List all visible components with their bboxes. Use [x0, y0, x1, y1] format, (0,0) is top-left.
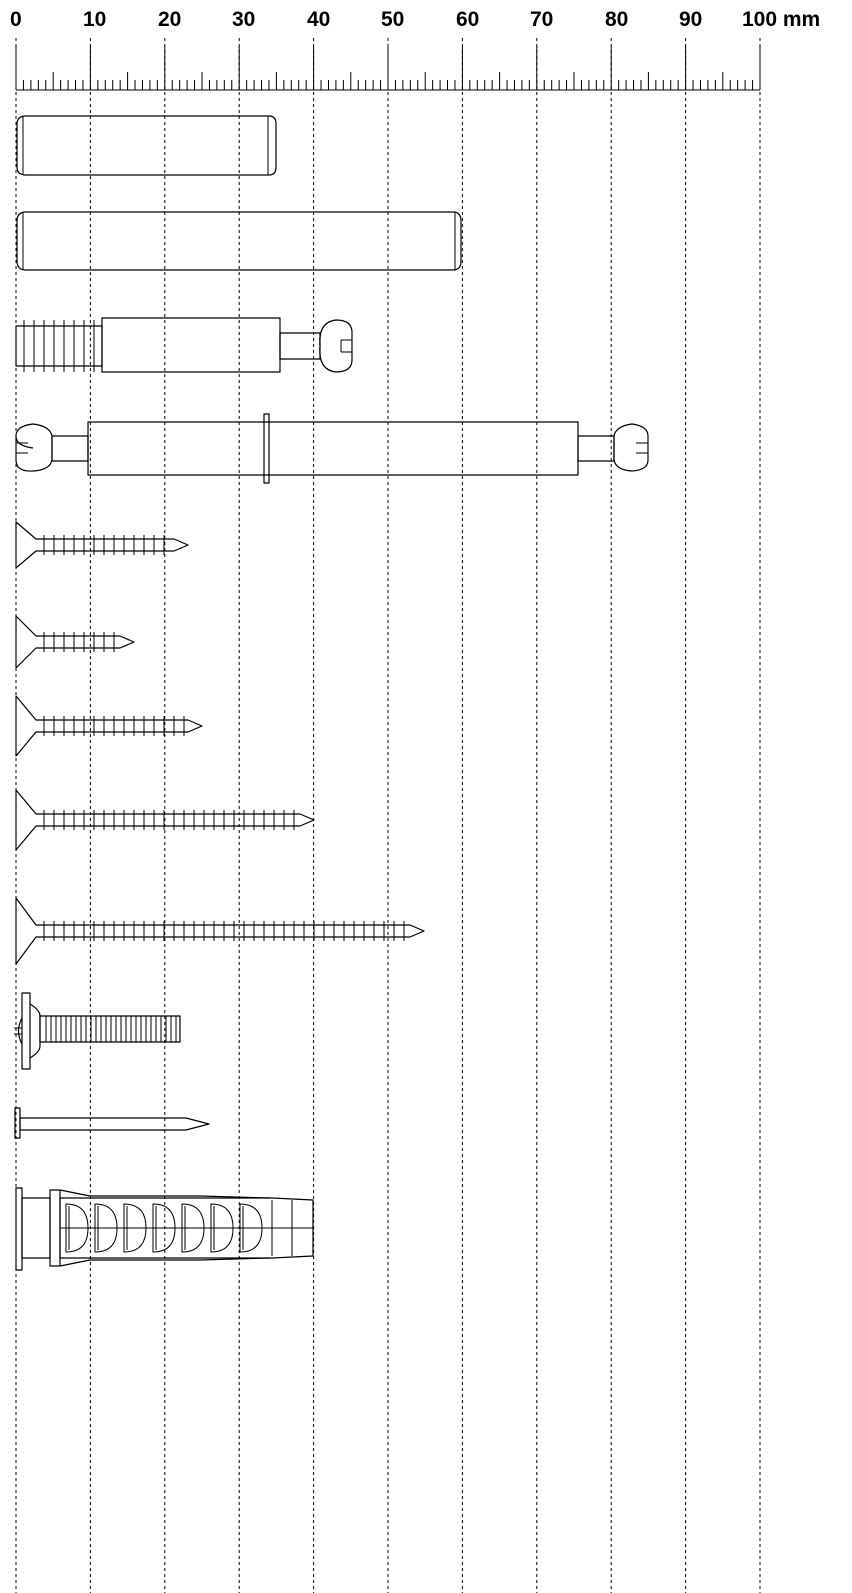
- screw-outline: [15, 521, 189, 569]
- dowel-long-icon: [16, 211, 462, 271]
- scale-label-60: 60: [456, 8, 479, 31]
- nail-icon: [14, 1107, 210, 1139]
- dowel-short-icon: [16, 115, 277, 176]
- machine-screw-icon: [14, 992, 181, 1070]
- wall-plug-icon: [15, 1187, 314, 1271]
- scale-label-50: 50: [381, 8, 404, 31]
- scale-label-10: 10: [83, 8, 106, 31]
- plug-fin: [210, 1203, 234, 1253]
- screws: [15, 521, 425, 965]
- plug-fin: [181, 1203, 205, 1253]
- screw-outline: [15, 789, 315, 851]
- screw-outline: [15, 615, 135, 669]
- screw-4-icon: [15, 789, 315, 851]
- plug-fin: [152, 1203, 176, 1253]
- scale-label-30: 30: [232, 8, 255, 31]
- bolt-thread: [23, 320, 95, 372]
- screw-2-icon: [15, 615, 135, 669]
- ruler: [15, 46, 761, 91]
- plug-fin: [65, 1203, 89, 1253]
- screw-5-icon: [15, 897, 425, 965]
- scale-label-80: 80: [605, 8, 628, 31]
- scale-label-70: 70: [530, 8, 553, 31]
- machine-screw-thread: [45, 1016, 177, 1042]
- connector-bolt-icon: [15, 317, 353, 373]
- screw-3-icon: [15, 695, 203, 757]
- scale-label-0: 0: [10, 8, 22, 31]
- screw-outline: [15, 897, 425, 965]
- screw-outline: [15, 695, 203, 757]
- scale-labels: 0 10 20 30 40 50 60 70 80 90 100 mm: [10, 8, 820, 31]
- double-bolt-icon: [15, 413, 649, 484]
- plug-fin: [123, 1203, 147, 1253]
- plug-fin: [239, 1203, 263, 1253]
- plug-fin: [94, 1203, 118, 1253]
- scale-label-20: 20: [158, 8, 181, 31]
- scale-label-90: 90: [679, 8, 702, 31]
- screw-1-icon: [15, 521, 189, 569]
- guide-lines: [15, 38, 761, 1593]
- scale-label-100-mm: 100 mm: [742, 8, 820, 31]
- scale-label-40: 40: [307, 8, 330, 31]
- wall-plug-fins: [65, 1203, 263, 1253]
